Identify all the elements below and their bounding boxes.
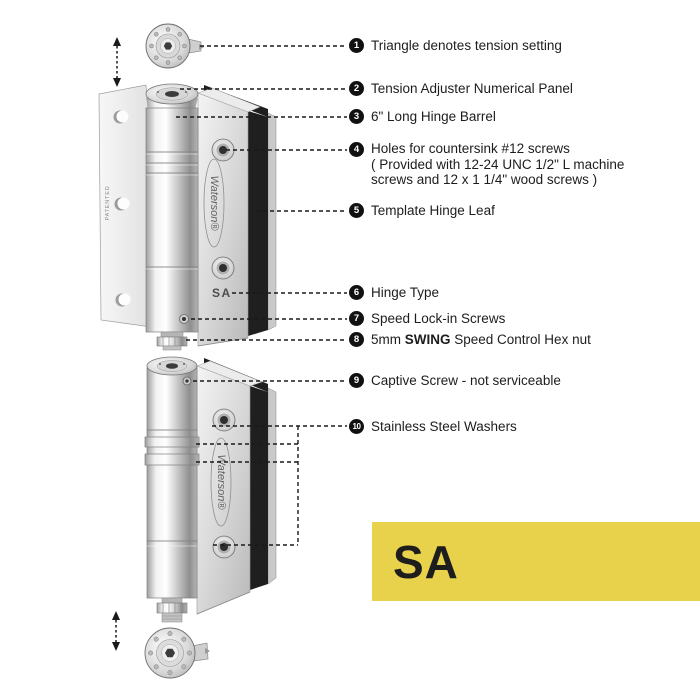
up-down-arrow-icon-top: [113, 37, 121, 87]
callout-4-label: Holes for countersink #12 screws ( Provi…: [371, 141, 625, 189]
brand-logo-text: Waterson®: [215, 455, 227, 511]
callout-4-number: 4: [349, 142, 364, 157]
tension-adjuster-panel: [146, 356, 198, 376]
callout-6-label: Hinge Type: [371, 285, 440, 300]
brand-logo: Waterson®: [210, 437, 232, 527]
callout-2-number: 2: [349, 81, 364, 96]
top-tension-dial: [145, 23, 204, 69]
hinge-type-marking: SA: [212, 286, 232, 300]
brand-logo: Waterson®: [203, 158, 225, 248]
up-down-arrow-icon-bottom: [112, 611, 120, 651]
callout-10: 10 Stainless Steel Washers: [349, 419, 517, 434]
callout-4-line-1: Holes for countersink #12 screws: [371, 141, 570, 156]
callout-9-number: 9: [349, 373, 364, 388]
bottom-tension-dial: [144, 627, 210, 679]
callout-4-line-3: screws and 12 x 1 1/4" wood screws ): [371, 172, 598, 187]
speed-lock-in-screw: [179, 314, 189, 324]
callout-9: 9 Captive Screw - not serviceable: [349, 373, 561, 388]
callout-8-bold: SWING: [404, 332, 451, 347]
glass-clamp-leaf: Waterson® SA: [197, 85, 277, 347]
callout-4: 4 Holes for countersink #12 screws ( Pro…: [349, 141, 625, 189]
countersink-screw: [212, 408, 236, 432]
callout-5-label: Template Hinge Leaf: [371, 203, 495, 218]
callout-1-label: Triangle denotes tension setting: [371, 38, 562, 53]
callout-7: 7 Speed Lock-in Screws: [349, 311, 505, 326]
callout-1: 1 Triangle denotes tension setting: [349, 38, 562, 53]
top-hinge: PATENTED: [98, 83, 277, 351]
captive-screw: [182, 376, 192, 386]
tension-adjuster-panel: [145, 83, 199, 105]
leaf-screw-hole: [113, 110, 129, 124]
callout-2-label: Tension Adjuster Numerical Panel: [371, 81, 573, 96]
callout-6: 6 Hinge Type: [349, 285, 439, 300]
speed-control-hex-nut: [156, 331, 188, 351]
callout-3: 3 6" Long Hinge Barrel: [349, 109, 496, 124]
callout-3-label: 6" Long Hinge Barrel: [371, 109, 496, 124]
callout-3-number: 3: [349, 109, 364, 124]
leaf-stamp-text: PATENTED: [105, 186, 111, 221]
brand-logo-text: Waterson®: [208, 176, 220, 232]
countersink-screw: [211, 138, 235, 162]
callout-1-number: 1: [349, 38, 364, 53]
leaf-screw-hole: [115, 293, 131, 307]
callout-8-number: 8: [349, 332, 364, 347]
callout-5: 5 Template Hinge Leaf: [349, 203, 495, 218]
callout-8-prefix: 5mm: [371, 332, 405, 347]
callout-10-label: Stainless Steel Washers: [371, 419, 517, 434]
callout-5-number: 5: [349, 203, 364, 218]
bottom-hinge: Waterson®: [144, 356, 277, 623]
callout-8: 8 5mm SWING Speed Control Hex nut: [349, 332, 591, 347]
callout-8-suffix: Speed Control Hex nut: [450, 332, 591, 347]
glass-clamp-leaf: Waterson®: [196, 358, 277, 615]
countersink-screw: [212, 535, 236, 559]
callout-8-label: 5mm SWING Speed Control Hex nut: [371, 332, 591, 347]
hinge-barrel: [145, 83, 199, 351]
speed-control-hex-nut: [156, 597, 188, 623]
leader-lines: [176, 45, 347, 546]
callout-6-number: 6: [349, 285, 364, 300]
countersink-screw: [211, 256, 235, 280]
callout-7-number: 7: [349, 311, 364, 326]
product-code-label: SA: [393, 535, 459, 588]
stainless-steel-washers: [144, 436, 200, 466]
callout-10-number: 10: [349, 419, 364, 434]
callout-7-label: Speed Lock-in Screws: [371, 311, 506, 326]
callout-2: 2 Tension Adjuster Numerical Panel: [349, 81, 573, 96]
callout-4-line-2: ( Provided with 12-24 UNC 1/2" L machine: [371, 156, 625, 172]
hinge-barrel: [144, 356, 200, 623]
leaf-screw-hole: [114, 197, 130, 211]
product-code-badge: SA: [372, 522, 700, 601]
callout-9-label: Captive Screw - not serviceable: [371, 373, 561, 388]
